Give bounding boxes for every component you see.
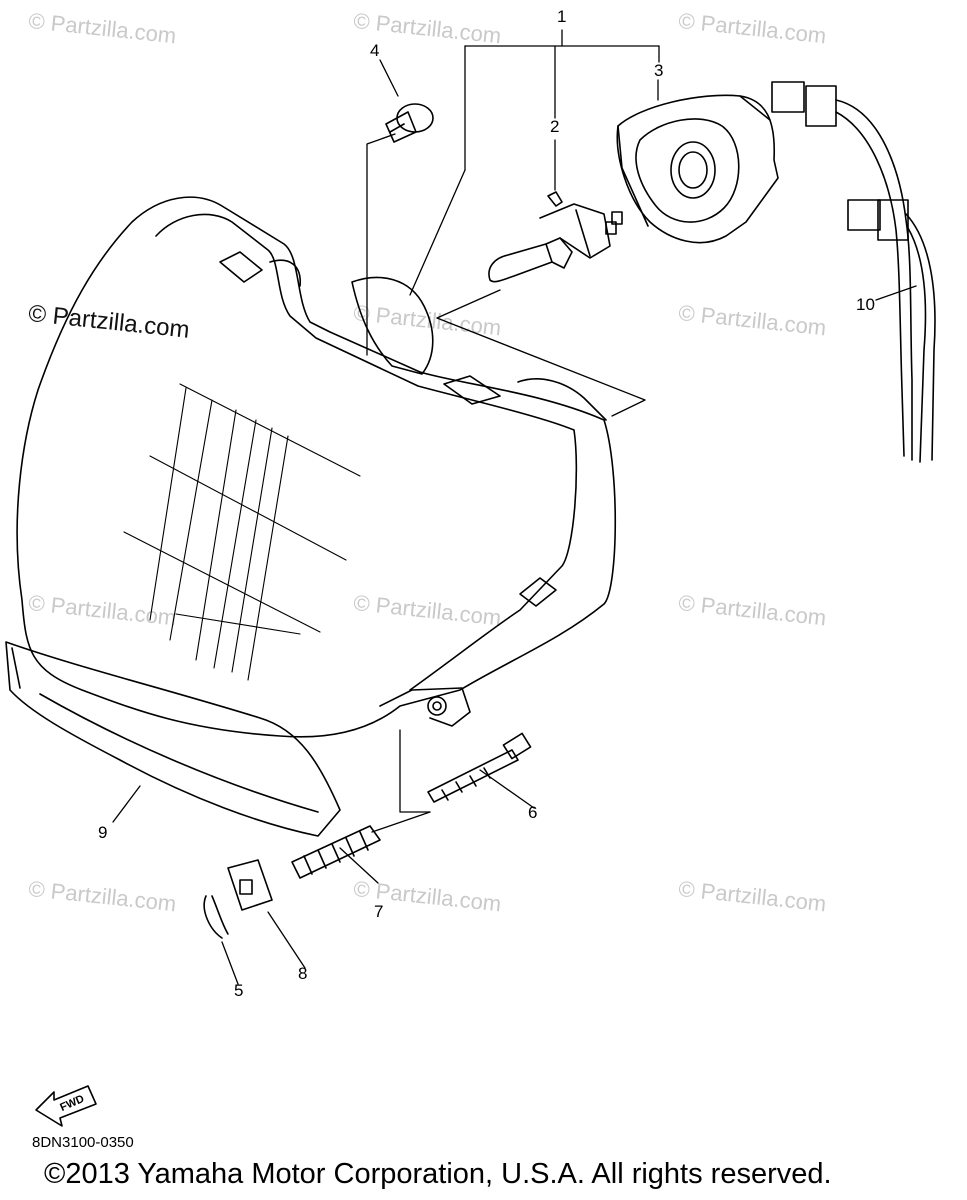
cotter-pin-part	[203, 895, 229, 939]
callout-4: 4	[370, 41, 380, 60]
socket-cover-part	[616, 94, 779, 244]
visor-part	[5, 641, 341, 837]
callout-5: 5	[234, 981, 244, 1000]
headlight-housing	[16, 196, 617, 738]
callout-3: 3	[654, 61, 664, 80]
bulb-part	[488, 191, 623, 283]
forward-arrow-icon: FWD	[35, 1085, 97, 1127]
copyright-notice: ©2013 Yamaha Motor Corporation, U.S.A. A…	[44, 1158, 832, 1190]
callout-6: 6	[528, 803, 538, 822]
callout-9: 9	[98, 823, 108, 842]
callout-7: 7	[374, 902, 384, 921]
clip-part	[385, 103, 434, 143]
callout-8: 8	[298, 964, 308, 983]
wire-harness-part	[771, 81, 936, 463]
callout-2: 2	[550, 117, 560, 136]
lens-pattern	[123, 383, 361, 681]
diagram-code: 8DN3100-0350	[32, 1134, 134, 1151]
spring-part	[291, 825, 381, 879]
leader-lines	[112, 29, 917, 985]
nut-part	[227, 859, 273, 911]
callout-10: 10	[856, 295, 875, 314]
bolt-part	[427, 732, 532, 803]
callout-1: 1	[557, 7, 567, 26]
